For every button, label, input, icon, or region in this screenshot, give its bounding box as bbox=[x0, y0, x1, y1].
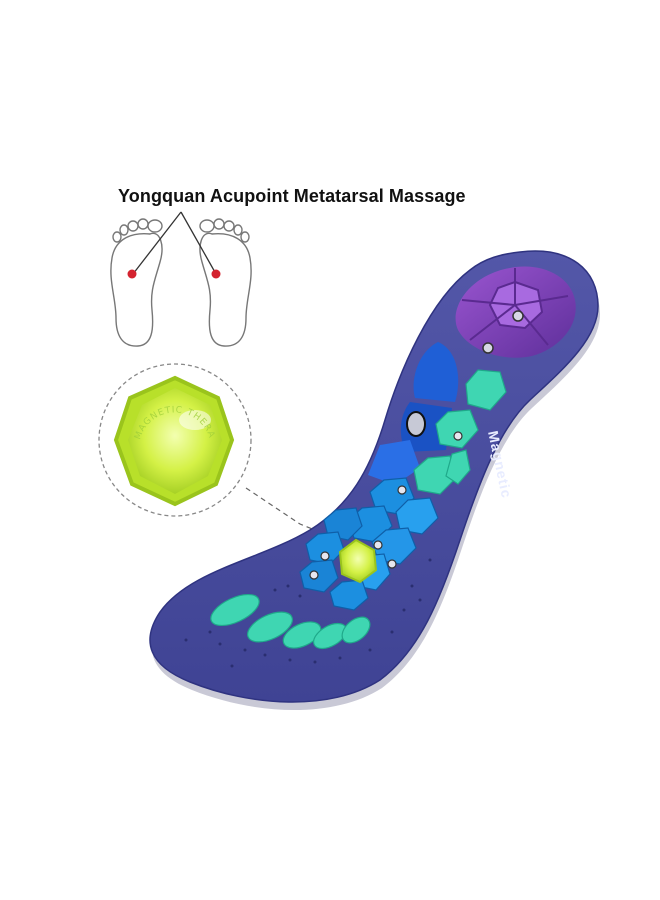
left-foot-outline-icon bbox=[110, 218, 163, 347]
metatarsal-massage-zone bbox=[299, 477, 439, 611]
arch-massage-zone bbox=[368, 342, 459, 485]
page-title: Yongquan Acupoint Metatarsal Massage bbox=[118, 186, 466, 206]
mint-hexagon-pads bbox=[413, 369, 507, 495]
ventilation-holes bbox=[184, 558, 432, 668]
acupoint-marker-icon bbox=[127, 269, 137, 279]
yongquan-center-pad bbox=[338, 538, 378, 584]
acupoint-marker-icon bbox=[211, 269, 221, 279]
heel-massage-zone bbox=[455, 266, 576, 358]
toe-massage-pads bbox=[210, 593, 371, 650]
magnifier-callout-icon: MAGNETIC THERAPY INSOLE bbox=[0, 0, 252, 517]
acupoint-pointer-lines bbox=[132, 211, 217, 275]
right-foot-outline-icon bbox=[199, 218, 252, 347]
